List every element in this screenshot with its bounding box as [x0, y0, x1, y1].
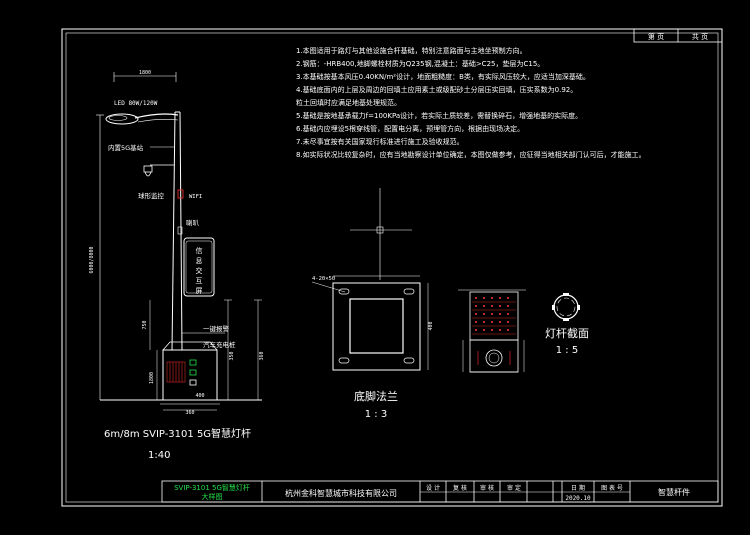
notes-block: 1.本图适用于路灯与其他设施合杆基础，特别注意路面与主地坐预制方向。 2.钢筋：…: [296, 46, 646, 159]
cell-checker: 复 核: [453, 484, 467, 492]
base-station-label: 内置5G基站: [108, 143, 144, 152]
outer-frame: [61, 28, 723, 507]
wifi-label: WIFI: [189, 194, 202, 200]
note-8: 8.如实际状况比较复杂时，应有当地勘察设计单位确定，本图仅做参考，应征得当地相关…: [296, 150, 646, 159]
page-total-label: 共 页: [692, 32, 708, 41]
cabinet-grille: [166, 361, 186, 383]
conduit-circle: [485, 349, 503, 367]
cabinet-indicator-1: [189, 359, 197, 366]
flange-title: 底脚法兰: [354, 389, 398, 403]
flange-slot-4: [403, 357, 415, 364]
screen-char-2: 息: [196, 256, 203, 265]
pole-cross-section: 灯杆截面 1 : 5: [545, 293, 589, 356]
flange-opening: [349, 298, 404, 354]
flange-side-dim: 400: [428, 321, 434, 330]
pole-arm: [134, 113, 179, 119]
drawing-name-line-1: SVIP-3101 5G智慧灯杆: [174, 483, 250, 492]
cell-approver: 审 定: [507, 484, 521, 492]
page-box: 第 页 共 页: [633, 28, 723, 43]
cell-date-label: 日 期: [571, 484, 585, 492]
note-3: 3.本基础按基本风压0.40KN/m²设计，地面粗糙度：B类，有实际风压较大，应…: [296, 72, 590, 81]
cell-designer: 设 计: [426, 484, 440, 492]
note-4b: 粒土回填时应满足地基处理规范。: [296, 98, 401, 107]
dim-right-outer: 360: [259, 351, 265, 360]
wifi-icon: [177, 189, 184, 199]
rebar-dots: [475, 297, 509, 331]
charger-label: 汽车充电桩: [203, 340, 236, 349]
note-6: 6.基础内应埋设5根穿线管，配置电分离，预埋管方向，根据由现场决定。: [296, 124, 524, 133]
title-block: SVIP-3101 5G智慧灯杆 大样图 杭州金科智慧城市科技有限公司 设 计 …: [161, 480, 719, 503]
pole-section-scale: 1 : 5: [556, 345, 578, 356]
note-1: 1.本图适用于路灯与其他设施合杆基础，特别注意路面与主地坐预制方向。: [296, 46, 527, 55]
flange-slot-3: [338, 357, 350, 364]
page-number-label: 第 页: [648, 32, 664, 41]
pole-shaft-left: [171, 111, 176, 351]
speaker-icon: [177, 226, 183, 235]
drawing-name-line-2: 大样图: [202, 492, 223, 501]
dim-cabinet-width: 360: [185, 410, 194, 416]
foundation-pit: [469, 339, 519, 373]
screen-char-1: 信: [196, 246, 203, 255]
screen-char-3: 交: [196, 266, 203, 275]
info-screen: [183, 237, 215, 297]
drawing-scale: 1:40: [148, 450, 170, 461]
cell-reviewer: 审 核: [480, 484, 494, 492]
dim-pole-height: 6000/8000: [89, 246, 95, 273]
dim-arm-length: 1800: [139, 70, 151, 76]
cell-sheet-no: 图 表 号: [601, 484, 623, 492]
flange-hole-label: 4-20×50: [312, 276, 335, 282]
company-name: 杭州金科智慧城市科技有限公司: [285, 488, 397, 498]
pole-section-title: 灯杆截面: [545, 326, 589, 340]
screen-char-4: 互: [196, 277, 203, 285]
cabinet-indicator-3: [189, 379, 197, 386]
note-2: 2.钢筋：-HRB400,地脚螺栓材质为Q235钢,混凝土：基础>C25，垫层为…: [296, 59, 544, 68]
lamp-head: [105, 113, 139, 125]
note-7: 7.未尽事宜按有关国家现行标准进行施工及验收规范。: [296, 137, 464, 146]
foundation-rebar-cage: [469, 291, 519, 341]
cabinet-indicator-2: [189, 369, 197, 376]
flange-scale: 1 : 3: [365, 409, 387, 420]
dim-right-lower: 350: [229, 351, 235, 360]
flange-plate: [332, 282, 421, 371]
note-4: 4.基础底面内的上层及周边的回填土应用素土或级配砂土分层压实回填，压实系数为0.…: [296, 85, 577, 94]
sos-label: 一键报警: [203, 324, 230, 333]
dim-base-width: 400: [195, 393, 204, 399]
dim-cabinet-height: 1800: [149, 372, 155, 384]
drawing-title: 6m/8m SVIP-3101 5G智慧灯杆: [104, 427, 251, 440]
pole-elevation: 1800 LED 80W/120W 内置5G基站 球形监控 WIFI 喇叭 信 …: [89, 70, 265, 416]
flange-slot-1: [338, 288, 350, 295]
camera-label: 球形监控: [138, 191, 165, 200]
base-flange: 4-20×50 400 底脚法兰 1 : 3: [311, 188, 434, 420]
rebar-hatch: [472, 301, 516, 335]
speaker-label: 喇叭: [186, 218, 200, 227]
category-label: 智慧杆件: [658, 487, 690, 497]
screen-char-5: 屏: [196, 287, 203, 295]
camera-icon: [143, 165, 153, 173]
foundation-section: [458, 289, 526, 373]
pole-shaft-right: [179, 111, 183, 351]
flange-slot-2: [403, 288, 415, 295]
note-5: 5.基础是按地基承载力f=100KPa设计，若实际土质较差，需替换碎石，增强地基…: [296, 111, 582, 120]
led-label: LED 80W/120W: [114, 100, 158, 107]
cell-date-value: 2020.10: [565, 495, 591, 502]
pole-section-circle: [553, 294, 579, 320]
dim-lower-1: 750: [142, 320, 148, 329]
